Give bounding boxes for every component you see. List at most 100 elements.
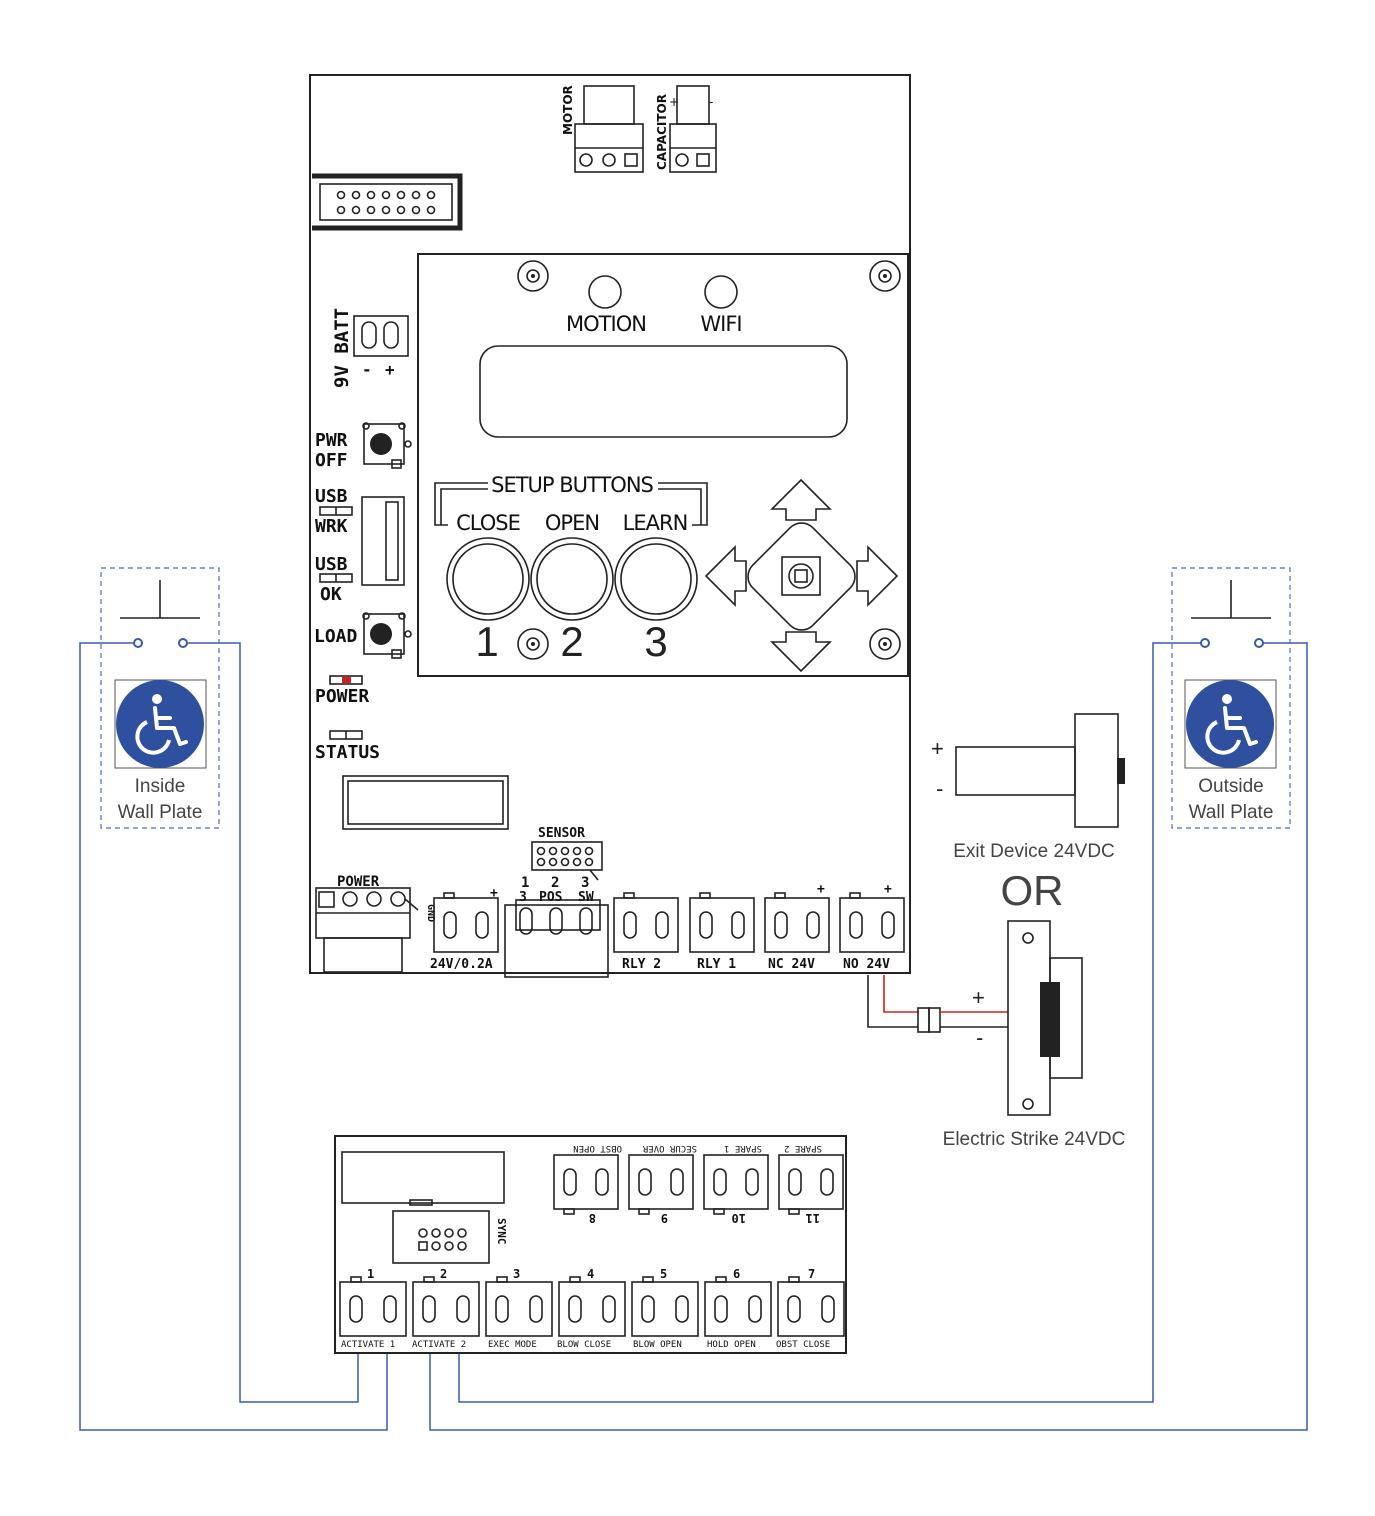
or-label: OR <box>1001 867 1064 914</box>
electric-strike-label: Electric Strike 24VDC <box>943 1129 1126 1150</box>
wire-outside-right <box>429 642 1308 1431</box>
capacitor-plus: + <box>669 95 679 109</box>
num-1: 1 <box>367 1267 374 1281</box>
pin <box>336 205 346 215</box>
wire-outside-left <box>458 642 1205 1403</box>
terminal-7 <box>777 1276 845 1337</box>
wiring <box>79 642 1308 1431</box>
mount-hole <box>869 260 901 292</box>
pin <box>584 857 594 867</box>
power-led-label: POWER <box>315 686 369 707</box>
mount-hole <box>517 628 549 660</box>
outside-label-1: Outside <box>1198 776 1263 797</box>
usb-port[interactable] <box>361 496 405 586</box>
inside-label-1: Inside <box>135 776 186 797</box>
pin <box>366 205 376 215</box>
terminal-10 <box>703 1154 769 1215</box>
capacitor-label: CAPACITOR <box>655 94 669 170</box>
term-24v-label: 24V/0.2A <box>430 957 493 972</box>
pin <box>536 846 546 856</box>
num-4: 4 <box>587 1267 594 1281</box>
terminal-5 <box>631 1276 699 1337</box>
joystick[interactable] <box>704 478 899 673</box>
outside-wall-plate: Outside Wall Plate <box>1171 567 1291 829</box>
pin <box>560 857 570 867</box>
strike-wire-black <box>867 975 918 1028</box>
status-led-label: STATUS <box>315 742 380 763</box>
exit-device-label: Exit Device 24VDC <box>953 841 1115 862</box>
spare2-label: SPARE 2 <box>784 1143 822 1153</box>
usb-section: USB WRK USB OK <box>315 486 405 605</box>
open-button[interactable] <box>530 537 614 621</box>
pin <box>396 205 406 215</box>
strike-plus: + <box>972 985 985 1010</box>
pin <box>418 1241 428 1251</box>
num-8: 8 <box>589 1211 596 1225</box>
pin <box>444 1228 454 1238</box>
pin <box>572 857 582 867</box>
pin <box>444 1241 454 1251</box>
outside-plate-outline <box>1171 567 1291 829</box>
close-button[interactable] <box>446 537 530 621</box>
pin <box>351 190 361 200</box>
pos-top-3: 3 <box>581 875 589 891</box>
mount-hole <box>869 628 901 660</box>
pin <box>457 1241 467 1251</box>
inside-contact-right <box>178 638 188 648</box>
terminal-6 <box>704 1276 772 1337</box>
wire-inside-left <box>79 642 388 1431</box>
activate2-label: ACTIVATE 2 <box>412 1340 466 1350</box>
capacitor-minus: - <box>709 95 713 109</box>
pin <box>426 205 436 215</box>
pos-3-label: 3 <box>519 890 527 905</box>
pin <box>411 205 421 215</box>
pin <box>572 846 582 856</box>
terminal-8 <box>553 1154 619 1215</box>
inside-contact-left <box>133 638 143 648</box>
load-label: LOAD <box>314 626 358 647</box>
inside-label-2: Wall Plate <box>118 802 203 823</box>
terminal-rly2 <box>613 892 679 953</box>
sensor-label: SENSOR <box>538 826 585 841</box>
arrow-icon <box>770 631 832 673</box>
pin <box>431 1228 441 1238</box>
hold-open-label: HOLD OPEN <box>707 1340 756 1350</box>
exit-plus: + <box>931 736 944 761</box>
sensor-header: SENSOR <box>531 826 603 881</box>
power-off-button[interactable]: PWR OFF <box>315 422 412 471</box>
pin <box>411 190 421 200</box>
pos-label: POS <box>539 890 563 905</box>
pin <box>418 1228 428 1238</box>
gnd-label: GND <box>425 904 436 922</box>
learn-button[interactable] <box>614 537 698 621</box>
wifi-label: WIFI <box>700 312 741 336</box>
pin <box>366 190 376 200</box>
lcd-screen <box>479 345 848 438</box>
joystick-icon <box>781 556 821 596</box>
secur-over-label: SECUR OVER <box>642 1143 697 1153</box>
setup-bracket-right <box>658 482 708 526</box>
setup-buttons-label: SETUP BUTTONS <box>491 473 653 497</box>
number-3: 3 <box>644 618 667 665</box>
pos-top-1: 1 <box>521 875 529 891</box>
pin <box>381 205 391 215</box>
control-panel: MOTION WIFI SETUP BUTTONS CLOSE OPEN LEA… <box>417 253 909 677</box>
num-6: 6 <box>733 1267 740 1281</box>
pos-top-2: 2 <box>551 875 559 891</box>
pin <box>426 190 436 200</box>
load-button[interactable]: LOAD <box>314 612 412 659</box>
terminal-4 <box>558 1276 626 1337</box>
terminal-no-24v <box>839 892 905 953</box>
obst-open-label: OBST OPEN <box>573 1143 622 1153</box>
ok-label: OK <box>320 584 342 605</box>
expansion-board-outline <box>334 1135 847 1354</box>
close-label: CLOSE <box>456 511 520 535</box>
number-2: 2 <box>560 618 583 665</box>
pin <box>457 1228 467 1238</box>
pin <box>560 846 570 856</box>
power-led: POWER <box>315 675 369 707</box>
pin <box>431 1241 441 1251</box>
usb2-label: USB <box>315 554 348 575</box>
batt-label: 9V BATT <box>331 308 353 388</box>
pin <box>548 846 558 856</box>
